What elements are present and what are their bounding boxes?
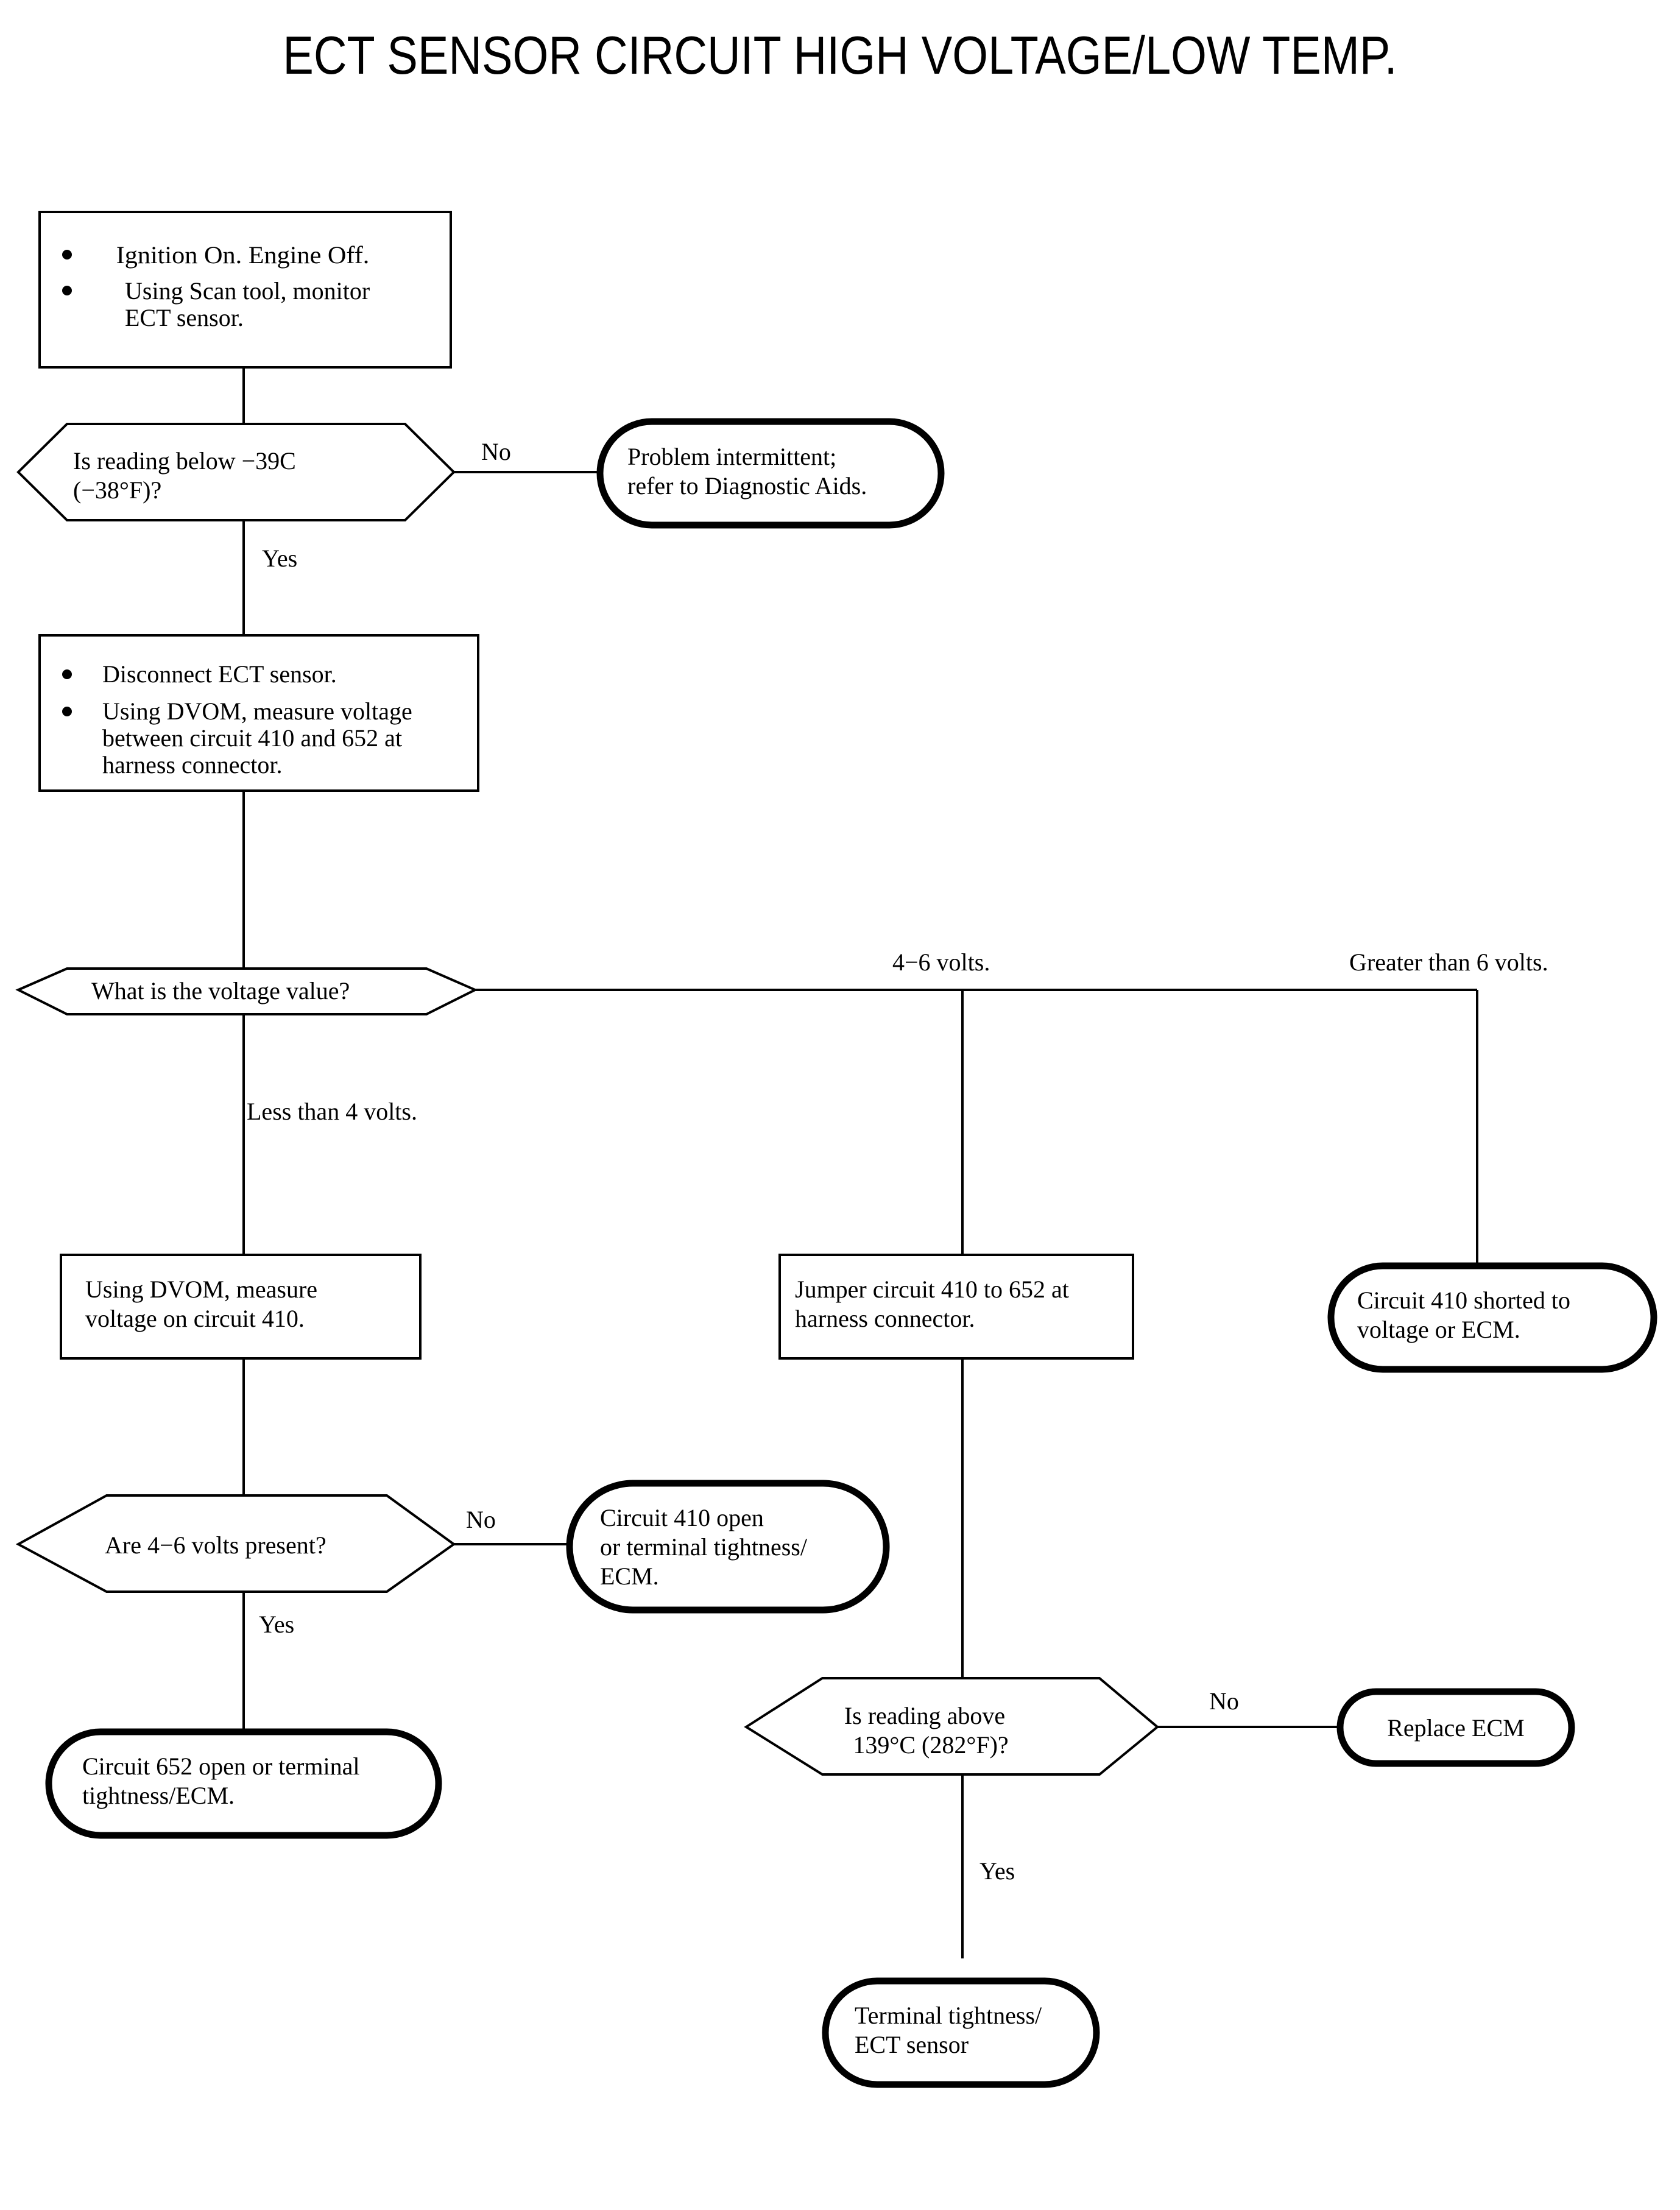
bullet-icon: [62, 250, 72, 259]
edge-label-less-than-4: Less than 4 volts.: [247, 1098, 417, 1125]
term-shorted-text: Circuit 410 shorted to voltage or ECM.: [1357, 1287, 1625, 1343]
edge-label-yes-3: Yes: [979, 1857, 1015, 1885]
decision-hexagon-shape: [15, 967, 478, 1015]
decision-hexagon-shape: [744, 1677, 1160, 1776]
node-step-disconnect[interactable]: Disconnect ECT sensor. Using DVOM, measu…: [38, 634, 479, 792]
step-initial-bullet-1: Ignition On. Engine Off.: [116, 242, 370, 269]
terminal-shape: [566, 1480, 890, 1614]
edge-label-no-2: No: [466, 1506, 496, 1533]
node-step-measure-410[interactable]: Using DVOM, measure voltage on circuit 4…: [60, 1254, 422, 1360]
bullet-icon: [62, 286, 72, 295]
terminal-shape: [1336, 1688, 1575, 1767]
node-term-terminal-tightness[interactable]: Terminal tightness/ ECT sensor: [822, 1977, 1100, 2088]
node-term-652-open[interactable]: Circuit 652 open or terminal tightness/E…: [45, 1728, 442, 1839]
step-jumper-text: Jumper circuit 410 to 652 at harness con…: [795, 1276, 1124, 1332]
edge-label-yes-2: Yes: [259, 1611, 294, 1638]
step-disconnect-bullet-2: Using DVOM, measure voltage between circ…: [102, 697, 467, 778]
node-term-intermittent[interactable]: Problem intermittent; refer to Diagnosti…: [596, 418, 945, 529]
page-title: ECT SENSOR CIRCUIT HIGH VOLTAGE/LOW TEMP…: [283, 25, 1397, 85]
process-box-shape: [38, 211, 452, 369]
edge-label-no-3: No: [1209, 1687, 1239, 1715]
term-replace-ecm-text: Replace ECM: [1387, 1714, 1525, 1742]
process-box-shape: [778, 1254, 1134, 1360]
term-intermittent-text: Problem intermittent; refer to Diagnosti…: [627, 443, 909, 500]
connectors: [242, 367, 1478, 1958]
decision-reading-low-text: Is reading below −39C (−38°F)?: [73, 447, 351, 504]
node-term-shorted[interactable]: Circuit 410 shorted to voltage or ECM.: [1327, 1262, 1657, 1373]
edge-label-no-1: No: [481, 438, 511, 465]
terminal-shape: [596, 418, 945, 529]
decision-reading-high-text: Is reading above 139°C (282°F)?: [844, 1702, 1060, 1759]
terminal-shape: [822, 1977, 1100, 2088]
edge-label-yes-1: Yes: [262, 545, 297, 572]
term-652-open-text: Circuit 652 open or terminal tightness/E…: [82, 1753, 414, 1809]
term-410-open-text: Circuit 410 open or terminal tightness/ …: [600, 1504, 862, 1590]
node-step-initial[interactable]: Ignition On. Engine Off. Using Scan tool…: [38, 211, 452, 369]
decision-hexagon-shape: [16, 423, 456, 521]
node-term-410-open[interactable]: Circuit 410 open or terminal tightness/ …: [566, 1480, 890, 1614]
decision-hexagon-shape: [15, 1494, 456, 1593]
step-measure-410-text: Using DVOM, measure voltage on circuit 4…: [85, 1276, 372, 1332]
node-decision-reading-low[interactable]: Is reading below −39C (−38°F)?: [16, 423, 456, 521]
edge-label-four-to-six: 4−6 volts.: [892, 948, 990, 976]
process-box-shape: [38, 634, 479, 792]
step-disconnect-bullet-1: Disconnect ECT sensor.: [102, 660, 337, 688]
process-box-shape: [60, 1254, 422, 1360]
terminal-shape: [45, 1728, 442, 1839]
term-terminal-tightness-text: Terminal tightness/ ECT sensor: [855, 2002, 1096, 2058]
decision-voltage-value-text: What is the voltage value?: [91, 977, 350, 1004]
node-term-replace-ecm[interactable]: Replace ECM: [1336, 1688, 1575, 1767]
edge-label-greater-than-6: Greater than 6 volts.: [1349, 948, 1548, 976]
step-initial-bullet-2: Using Scan tool, monitor ECT sensor.: [125, 277, 425, 331]
node-decision-46-present[interactable]: Are 4−6 volts present?: [15, 1494, 456, 1593]
node-step-jumper[interactable]: Jumper circuit 410 to 652 at harness con…: [778, 1254, 1134, 1360]
decision-46-present-text: Are 4−6 volts present?: [105, 1531, 326, 1559]
terminal-shape: [1327, 1262, 1657, 1373]
node-decision-voltage-value[interactable]: What is the voltage value?: [15, 967, 478, 1015]
bullet-icon: [62, 707, 72, 716]
node-decision-reading-high[interactable]: Is reading above 139°C (282°F)?: [744, 1677, 1160, 1776]
bullet-icon: [62, 669, 72, 679]
